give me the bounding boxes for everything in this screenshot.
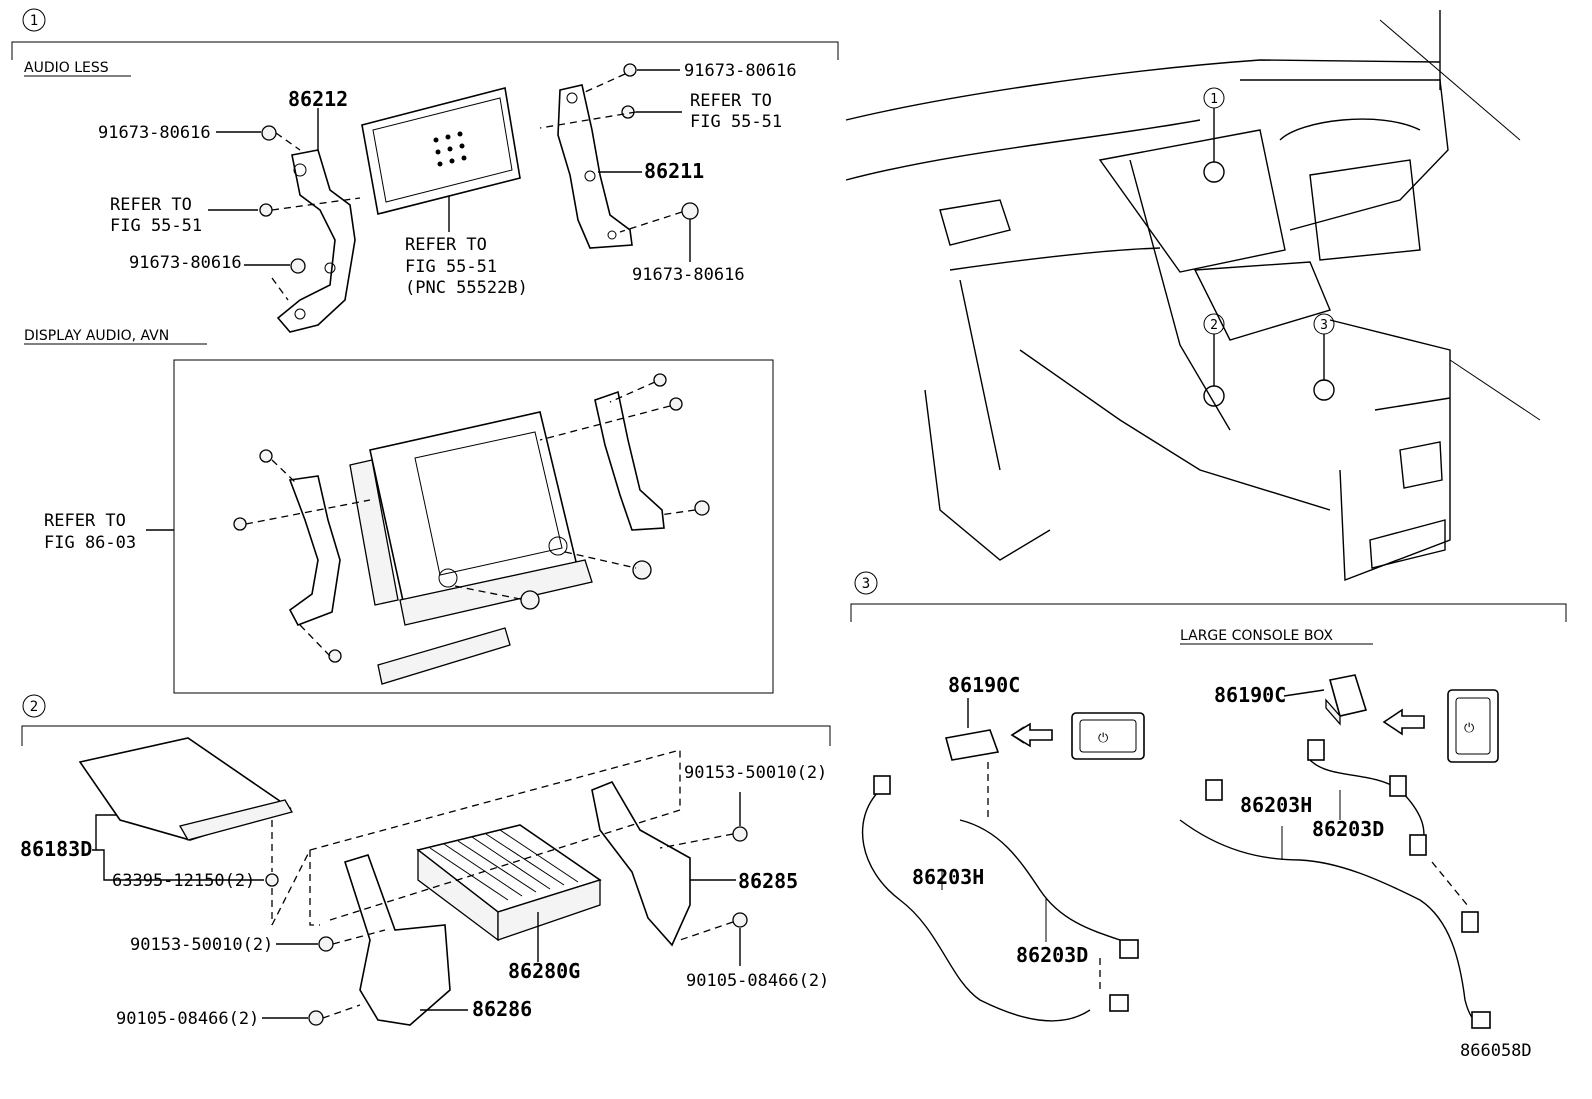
label-86280G: 86280G	[508, 959, 580, 983]
section-3-bracket	[850, 603, 1567, 622]
avn-dashes	[245, 381, 696, 657]
bolts-avn	[233, 373, 710, 663]
overview-callout-1: 1	[1210, 92, 1218, 107]
callout-3-label: 3	[862, 576, 870, 592]
bolts-section-2	[265, 826, 748, 1026]
label-86212: 86212	[288, 87, 348, 111]
overview-callout-3: 3	[1320, 318, 1328, 333]
diagram-id: 866058D	[1460, 1041, 1532, 1061]
label-bolt-br: 91673-80616	[632, 265, 745, 285]
bracket-86211	[557, 84, 633, 249]
callout-circle-2	[22, 694, 46, 718]
section-2: 2	[20, 694, 831, 1029]
label-bolt-a: 90153-50010(2)	[130, 935, 273, 955]
section-3: 3 LARGE CONSOLE BOX ⏻ 86190C 86203H 862	[850, 571, 1567, 1029]
avn-frame	[173, 359, 774, 694]
label-86190C-right: 86190C	[1214, 683, 1286, 707]
usb-glyph-left: ⏻	[1098, 731, 1108, 746]
dashboard-overview: 1 2 3	[845, 10, 1541, 581]
usb-glyph-right: ⏻	[1464, 721, 1474, 736]
audio-less-title: AUDIO LESS	[24, 60, 109, 76]
label-refer-avn-1: REFER TO	[44, 511, 126, 531]
callout-2-label: 2	[30, 699, 38, 715]
section-1: 1 AUDIO LESS	[11, 8, 839, 694]
display-audio-title: DISPLAY AUDIO, AVN	[24, 328, 169, 344]
label-bolt-tl: 91673-80616	[98, 123, 211, 143]
label-clip: 63395-12150(2)	[112, 871, 255, 891]
label-86203D-right: 86203D	[1312, 817, 1384, 841]
avn-unit	[349, 411, 652, 626]
label-refer-right-1: REFER TO	[690, 91, 772, 111]
harness-right	[1179, 739, 1491, 1029]
label-86286: 86286	[472, 997, 532, 1021]
label-86211: 86211	[644, 159, 704, 183]
label-86203H-right: 86203H	[1240, 793, 1312, 817]
cover-86183D	[78, 737, 293, 841]
label-bolt-c: 90153-50010(2)	[684, 763, 827, 783]
bracket-86286	[343, 854, 451, 1026]
label-refer-left-1: REFER TO	[110, 195, 192, 215]
usb-port-right: ⏻	[1325, 674, 1499, 763]
label-bolt-ml: 91673-80616	[129, 253, 242, 273]
leaders-section-2	[92, 792, 741, 1019]
avn-bracket-left	[288, 475, 341, 626]
leader-86190C-right	[1283, 689, 1325, 697]
label-86203H-left: 86203H	[912, 865, 984, 889]
callout-circle-1	[22, 8, 46, 32]
label-bolt-b: 90105-08466(2)	[116, 1009, 259, 1029]
bracket-86285	[591, 781, 691, 947]
label-refer-right-2: FIG 55-51	[690, 112, 782, 132]
label-refer-center-3: (PNC 55522B)	[405, 278, 528, 298]
large-console-title: LARGE CONSOLE BOX	[1180, 628, 1333, 644]
label-86183D: 86183D	[20, 837, 92, 861]
callout-circle-3	[854, 571, 878, 595]
label-refer-left-2: FIG 55-51	[110, 216, 202, 236]
label-refer-avn-2: FIG 86-03	[44, 533, 136, 553]
panel-dots	[433, 131, 467, 167]
section-1-bracket	[11, 41, 839, 60]
label-86190C-left: 86190C	[948, 673, 1020, 697]
section-2-bracket	[21, 725, 831, 746]
label-86285: 86285	[738, 869, 798, 893]
harness-left	[861, 762, 1139, 1022]
label-bolt-d: 90105-08466(2)	[686, 971, 829, 991]
bracket-86212	[276, 149, 356, 333]
usb-port-left: ⏻	[944, 712, 1145, 761]
dashes-section-2	[271, 749, 734, 1019]
leaders-section-1	[208, 69, 691, 301]
overview-callout-2: 2	[1210, 318, 1218, 333]
audio-less-panel	[361, 87, 521, 215]
callout-1-label: 1	[30, 13, 38, 29]
label-bolt-tr: 91673-80616	[684, 61, 797, 81]
avn-bottom-plate	[377, 627, 511, 685]
label-86203D-left: 86203D	[1016, 943, 1088, 967]
label-refer-center-2: FIG 55-51	[405, 257, 497, 277]
avn-bracket-right	[594, 390, 665, 531]
amplifier-86280G	[416, 824, 602, 942]
label-refer-center-1: REFER TO	[405, 235, 487, 255]
